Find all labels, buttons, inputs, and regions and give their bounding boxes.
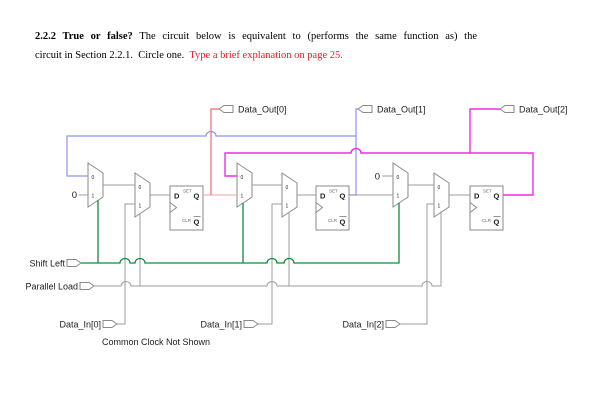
ff2-qbar: Q	[494, 218, 500, 227]
gray-wires	[79, 175, 470, 325]
mux-a3-in1: 1	[397, 194, 400, 200]
mux-a2-in0: 0	[241, 175, 244, 181]
ff1-qbar: Q	[340, 218, 346, 227]
mux-b2	[281, 172, 298, 218]
mux-b3	[433, 172, 450, 218]
question-body: The circuit below is equivalent to (perf…	[132, 31, 478, 42]
label-data-in-0: Data_In[0]	[59, 320, 101, 330]
label-parallel-load: Parallel Load	[25, 282, 78, 292]
input-flag-icon	[243, 320, 259, 328]
ff1-d: D	[320, 192, 326, 201]
label-data-in-1: Data_In[1]	[200, 320, 242, 330]
mux-b2-in1: 1	[286, 204, 289, 210]
ff0-clr: CLR	[182, 218, 192, 223]
mux-a1-in1: 1	[92, 194, 95, 200]
shift-left-net	[81, 200, 400, 264]
wire-q2-to-mux-a2	[224, 147, 534, 196]
ff1-clr: CLR	[328, 218, 338, 223]
ff0-tiny: SET CLR	[182, 189, 192, 224]
mux-a3	[392, 162, 409, 208]
input-flag-icon	[385, 320, 401, 328]
q0-net	[203, 108, 237, 196]
ff1-q: Q	[340, 192, 346, 201]
ff0-pins: D Q Q	[174, 192, 200, 227]
footnote-common-clock: Common Clock Not Shown	[102, 337, 210, 347]
output-flag-icon	[357, 105, 373, 113]
wire-data-in1	[258, 203, 282, 325]
mux-b1	[134, 172, 151, 218]
input-flag-icon	[66, 259, 82, 267]
clock-triangle-icon	[315, 202, 324, 213]
question-line-1: 2.2.2 True or false? The circuit below i…	[35, 27, 477, 46]
ff2-q: Q	[494, 192, 500, 201]
wire-parallel-load	[94, 211, 442, 287]
question-line-2: circuit in Section 2.2.1. Circle one. Ty…	[35, 46, 477, 65]
clock-triangle-icon	[169, 202, 178, 213]
ff-labels: D Q Q SET CLR D Q Q SET CLR	[174, 189, 500, 227]
components	[87, 162, 504, 231]
ff1-pins: D Q Q	[320, 192, 346, 227]
q2-net	[224, 108, 534, 196]
output-flag-icon	[499, 105, 515, 113]
wire-q0-to-connector	[210, 108, 219, 195]
ff2-set: SET	[483, 189, 492, 194]
ff0-d: D	[174, 192, 180, 201]
label-data-in-2: Data_In[2]	[342, 320, 384, 330]
ff0-set: SET	[183, 189, 192, 194]
output-flag-icon	[218, 105, 234, 113]
const-zero-3: 0	[375, 172, 380, 183]
clock-triangle-icon	[469, 202, 478, 213]
labels: Data_Out[0] Data_Out[1] Data_Out[2] Shif…	[25, 105, 567, 348]
ff1-set: SET	[329, 189, 338, 194]
ff1-tiny: SET CLR	[328, 189, 338, 224]
input-flag-icon	[102, 320, 118, 328]
mux-a1	[87, 162, 104, 208]
mux-b3-in1: 1	[438, 204, 441, 210]
ff2-clr: CLR	[482, 218, 492, 223]
ff0-q: Q	[194, 192, 200, 201]
question-red-note: Type a brief explanation on page 25.	[189, 50, 343, 61]
wire-data-in2	[400, 203, 434, 325]
q1-net	[66, 108, 358, 196]
ff2-tiny: SET CLR	[482, 189, 492, 224]
ff2-d: D	[474, 192, 480, 201]
mux-port-labels: 0 1 0 1 0 1 0 1 0 1 0 1	[92, 175, 441, 210]
const-zero-1: 0	[72, 190, 77, 201]
wire-shift-left-main	[81, 203, 400, 264]
mux-b3-in0: 0	[438, 185, 441, 191]
ff0-qbar: Q	[194, 218, 200, 227]
wire-q1-to-mux-a1	[66, 130, 356, 177]
mux-a2	[236, 162, 253, 208]
mux-a2-in1: 1	[241, 194, 244, 200]
mux-b1-in0: 0	[139, 185, 142, 191]
question-text: 2.2.2 True or false? The circuit below i…	[35, 27, 477, 65]
label-data-out-2: Data_Out[2]	[519, 105, 568, 115]
label-shift-left: Shift Left	[29, 259, 65, 269]
wire-data-in0	[117, 203, 135, 325]
mux-a3-in0: 0	[397, 175, 400, 181]
mux-b1-in1: 1	[139, 204, 142, 210]
ff2-pins: D Q Q	[474, 192, 500, 227]
mux-b2-in0: 0	[286, 185, 289, 191]
label-data-out-1: Data_Out[1]	[377, 105, 426, 115]
wire-q1-vertical	[349, 108, 358, 196]
connectors	[66, 105, 515, 328]
mux-a1-in0: 0	[92, 175, 95, 181]
question-heading: 2.2.2 True or false?	[35, 31, 133, 42]
label-data-out-0: Data_Out[0]	[238, 105, 287, 115]
wire-q2-to-connector	[469, 108, 500, 153]
question-body-2: circuit in Section 2.2.1. Circle one.	[35, 50, 190, 61]
input-flag-icon	[79, 282, 95, 290]
